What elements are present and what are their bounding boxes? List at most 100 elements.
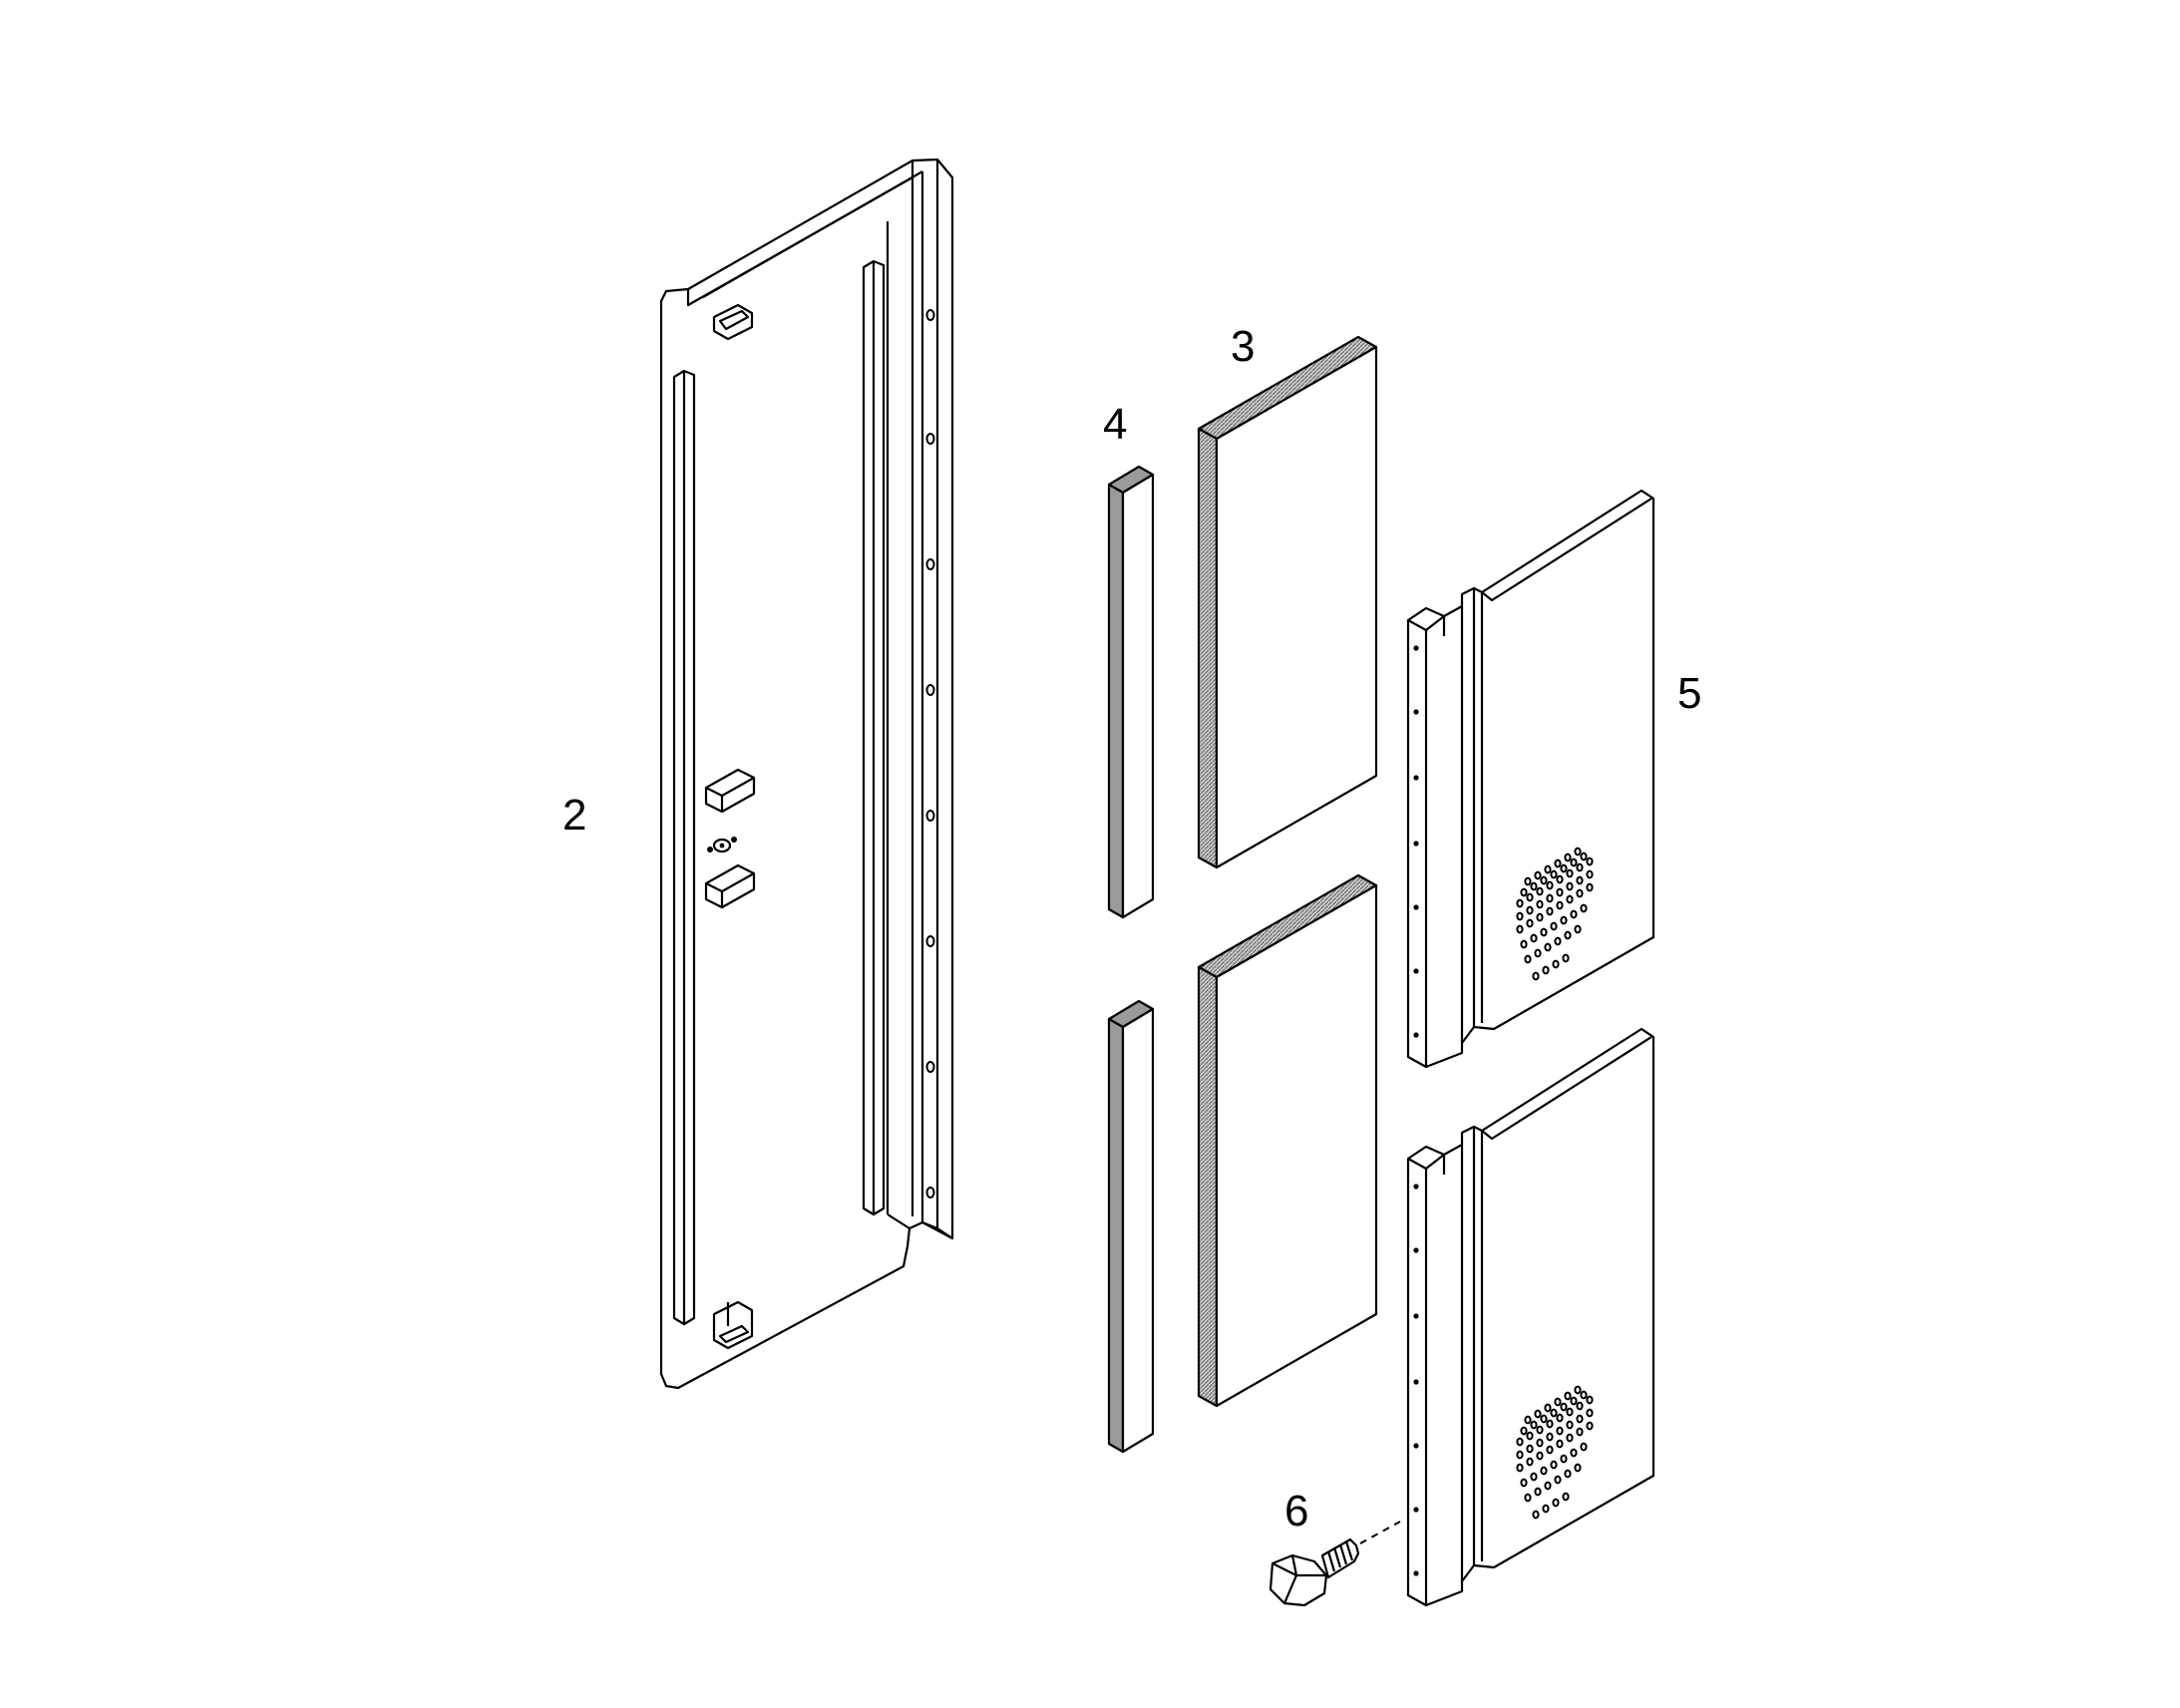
vent-hole (1554, 1397, 1562, 1407)
callout-3: 3 (1231, 322, 1255, 371)
vent-hole (1580, 1442, 1588, 1452)
vent-hole (1526, 892, 1534, 902)
vent-hole (1554, 858, 1562, 868)
vent-hole (1536, 886, 1544, 896)
vent-hole (1556, 887, 1564, 897)
vent-hole (1564, 853, 1572, 862)
vent-hole (1534, 1487, 1542, 1497)
vent-hole (1524, 876, 1532, 886)
vent-hole (1540, 927, 1548, 937)
vent-hole (1564, 1469, 1572, 1479)
vent-hole (1542, 1504, 1550, 1514)
vent-hole (1552, 1498, 1560, 1508)
vent-hole (1516, 1450, 1524, 1460)
vent-hole (1562, 1492, 1570, 1502)
vent-holes-upper (1516, 847, 1594, 981)
vent-hole (1536, 1425, 1544, 1435)
vent-hole (1586, 869, 1594, 879)
vent-hole (1536, 1451, 1544, 1461)
vent-hole (1546, 906, 1554, 916)
vent-hole (1546, 1445, 1554, 1455)
vent-hole (1532, 971, 1540, 981)
vent-hole (1586, 1395, 1594, 1405)
vent-hole (1576, 862, 1584, 872)
vent-hole (1570, 857, 1578, 867)
vent-hole (1570, 1448, 1578, 1458)
vent-hole (1520, 887, 1528, 897)
vent-hole (1586, 1408, 1594, 1418)
vent-hole (1570, 909, 1578, 919)
vent-hole (1580, 852, 1588, 861)
vent-hole (1544, 942, 1552, 952)
part-4-strip-upper (1107, 465, 1155, 919)
vent-hole (1532, 1510, 1540, 1520)
vent-hole (1530, 881, 1538, 891)
vent-hole (1586, 856, 1594, 866)
vent-hole (1520, 939, 1528, 949)
vent-hole (1524, 954, 1532, 964)
callout-5: 5 (1677, 669, 1701, 718)
vent-hole (1536, 912, 1544, 922)
vent-hole (1580, 903, 1588, 913)
vent-hole (1542, 965, 1550, 975)
vent-hole (1534, 948, 1542, 958)
vent-hole (1556, 1413, 1564, 1423)
callout-4: 4 (1103, 400, 1127, 449)
part-3-board-lower (1197, 873, 1378, 1408)
vent-hole (1534, 1409, 1542, 1419)
vent-hole (1536, 1438, 1544, 1448)
vent-hole (1580, 1390, 1588, 1400)
vent-hole (1544, 1403, 1552, 1413)
part-5-cover-upper (1406, 489, 1655, 1069)
vent-hole (1586, 1421, 1594, 1431)
vent-hole (1516, 924, 1524, 934)
vent-hole (1526, 905, 1534, 915)
vent-hole (1540, 1466, 1548, 1476)
vent-hole (1540, 875, 1548, 885)
vent-hole (1544, 864, 1552, 874)
vent-hole (1546, 1432, 1554, 1442)
vent-hole (1560, 915, 1568, 925)
vent-hole (1564, 930, 1572, 940)
vent-hole (1550, 1408, 1558, 1418)
vent-hole (1546, 893, 1554, 903)
vent-hole (1530, 933, 1538, 943)
vent-hole (1566, 1433, 1574, 1443)
vent-hole (1576, 1427, 1584, 1437)
vent-hole (1576, 888, 1584, 898)
vent-hole (1566, 894, 1574, 904)
vent-hole (1546, 880, 1554, 890)
vent-hole (1552, 959, 1560, 969)
vent-hole (1530, 1472, 1538, 1482)
vent-hole (1576, 1401, 1584, 1411)
vent-hole (1526, 918, 1534, 928)
callout-2: 2 (562, 791, 586, 840)
vent-hole (1570, 1396, 1578, 1406)
vent-hole (1534, 870, 1542, 880)
vent-hole (1560, 1454, 1568, 1464)
vent-hole (1574, 1385, 1582, 1395)
vent-hole (1516, 911, 1524, 921)
vent-hole (1576, 1414, 1584, 1424)
vent-hole (1536, 899, 1544, 909)
vent-hole (1574, 847, 1582, 856)
part-6-hex-bolt (1269, 1521, 1401, 1607)
part-4-strip-lower (1107, 999, 1155, 1454)
vent-hole (1556, 900, 1564, 910)
vent-hole (1556, 874, 1564, 884)
part-2-back-panel (659, 158, 954, 1390)
vent-hole (1574, 1463, 1582, 1473)
vent-hole (1516, 1463, 1524, 1473)
vent-hole (1524, 1493, 1532, 1503)
vent-hole (1574, 924, 1582, 934)
vent-hole (1520, 1478, 1528, 1488)
vent-hole (1544, 1481, 1552, 1491)
vent-hole (1526, 1457, 1534, 1467)
vent-hole (1554, 936, 1562, 946)
vent-hole (1556, 1439, 1564, 1449)
vent-hole (1564, 1391, 1572, 1401)
vent-hole (1540, 1414, 1548, 1424)
vent-hole (1550, 921, 1558, 931)
vent-hole (1556, 1426, 1564, 1436)
